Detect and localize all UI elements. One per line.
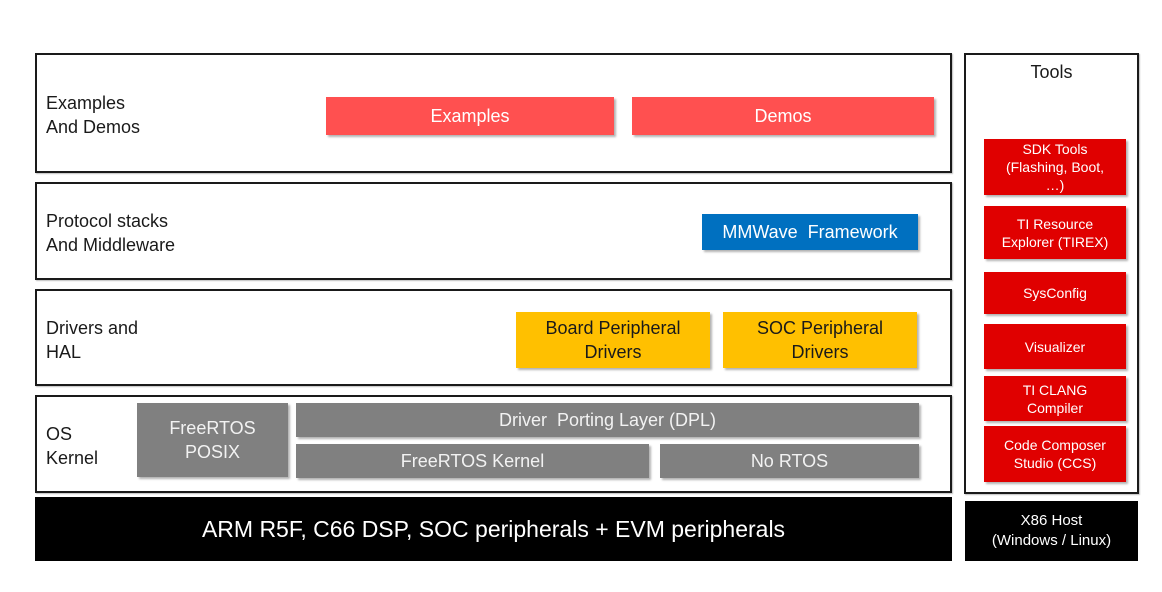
tool-code-composer-studio[interactable]: Code Composer Studio (CCS)	[984, 426, 1126, 482]
tool-ti-resource-explorer[interactable]: TI Resource Explorer (TIREX)	[984, 206, 1126, 259]
layer-label-examples: Examples And Demos	[46, 93, 141, 137]
hardware-platform-bar: ARM R5F, C66 DSP, SOC peripherals + EVM …	[35, 497, 952, 561]
layer-drivers-and-hal: Drivers and HAL Board Peripheral Drivers…	[35, 289, 952, 386]
layer-label-os: OS Kernel	[46, 424, 99, 468]
tool-ti-clang-compiler[interactable]: TI CLANG Compiler	[984, 376, 1126, 421]
freertos-kernel-block[interactable]: FreeRTOS Kernel	[296, 444, 649, 478]
x86-host-box: X86 Host (Windows / Linux)	[965, 501, 1138, 561]
tool-sdk-tools[interactable]: SDK Tools (Flashing, Boot, …)	[984, 139, 1126, 195]
mmwave-framework-block[interactable]: MMWave Framework	[702, 214, 918, 250]
board-peripheral-drivers-block[interactable]: Board Peripheral Drivers	[516, 312, 710, 368]
layer-label-drivers: Drivers and HAL	[46, 318, 139, 362]
hardware-label: ARM R5F, C66 DSP, SOC peripherals + EVM …	[201, 515, 786, 542]
tool-sysconfig[interactable]: SysConfig	[984, 272, 1126, 314]
driver-porting-layer-block[interactable]: Driver Porting Layer (DPL)	[296, 403, 919, 437]
no-rtos-block[interactable]: No RTOS	[660, 444, 919, 478]
tools-panel: Tools SDK Tools (Flashing, Boot, …) TI R…	[964, 53, 1139, 494]
layer-os-kernel: OS Kernel FreeRTOS POSIX Driver Porting …	[35, 395, 952, 493]
x86-host-label: X86 Host (Windows / Linux)	[991, 512, 1112, 549]
freertos-posix-block[interactable]: FreeRTOS POSIX	[137, 403, 288, 477]
tools-title: Tools	[1030, 62, 1073, 82]
layer-protocol-stacks: Protocol stacks And Middleware MMWave Fr…	[35, 182, 952, 280]
layer-label-protocol: Protocol stacks And Middleware	[46, 211, 176, 255]
layer-examples-and-demos: Examples And Demos Examples Demos	[35, 53, 952, 173]
examples-block[interactable]: Examples	[326, 97, 614, 135]
soc-peripheral-drivers-block[interactable]: SOC Peripheral Drivers	[723, 312, 917, 368]
demos-block[interactable]: Demos	[632, 97, 934, 135]
tool-visualizer[interactable]: Visualizer	[984, 324, 1126, 369]
